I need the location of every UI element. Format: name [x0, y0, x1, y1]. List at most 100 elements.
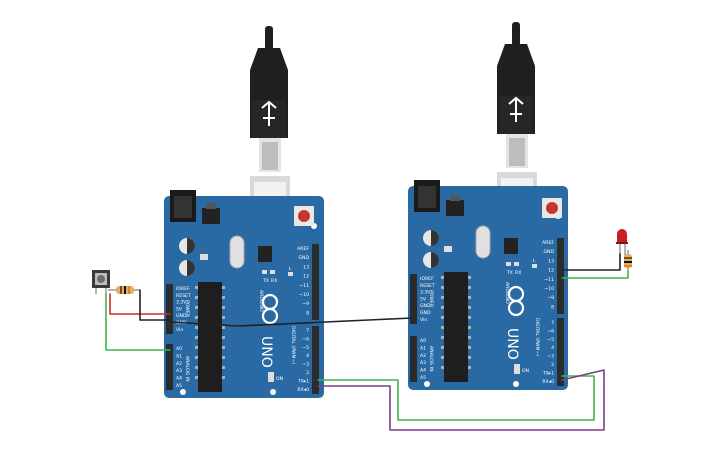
usb-cable-right[interactable]: [497, 22, 537, 212]
analog-pin-label: A3: [176, 368, 182, 374]
on-label: ON: [522, 368, 529, 374]
digital-header-top[interactable]: [312, 244, 319, 320]
resistor-left[interactable]: [108, 286, 140, 294]
l-label: L: [289, 266, 292, 272]
power-pin-label: RESET: [176, 293, 191, 299]
digital-pin-label: AREF: [542, 240, 554, 246]
analog-pin-label: A1: [420, 345, 426, 351]
analog-pin-label: A5: [176, 383, 182, 389]
power-title: POWER: [184, 300, 190, 318]
resistor-right[interactable]: [624, 250, 632, 272]
microcontroller-chip: [444, 272, 468, 382]
wire-black-led[interactable]: [561, 253, 621, 271]
power-header[interactable]: [410, 274, 417, 324]
arduino-logo: ARDUINO: [504, 282, 525, 317]
power-pin-label: 3.3V: [176, 300, 187, 306]
arduino-logo: ARDUINO: [258, 290, 279, 325]
pushbutton[interactable]: [92, 270, 110, 294]
digital-pin-label: 8: [306, 310, 309, 316]
digital-pin-label: 4: [551, 345, 554, 351]
digital-pin-label: 4: [306, 353, 309, 359]
digital-pin-label: ~10: [544, 286, 554, 292]
digital-pin-label: 12: [548, 268, 554, 274]
power-pin-label: 3.3V: [420, 290, 431, 296]
arduino-uno-left[interactable]: TX RX L ARDUINO UNO ON IOREFRESET3.3V5VG…: [164, 190, 324, 398]
power-pin-label: GND: [420, 303, 431, 309]
digital-pin-label: TX▸1: [542, 370, 554, 376]
usb-cable-left[interactable]: [250, 26, 290, 216]
analog-pin-label: A4: [176, 376, 182, 382]
digital-header-bottom[interactable]: [557, 318, 564, 386]
digital-pin-label: AREF: [297, 246, 309, 252]
brand-name: UNO: [258, 336, 274, 368]
wire-red[interactable]: [109, 293, 171, 315]
power-pin-label: Vin: [176, 327, 183, 333]
analog-pin-label: A5: [420, 375, 426, 381]
digital-pin-label: ~5: [547, 337, 554, 343]
digital-pin-label: 7: [306, 328, 309, 334]
power-pin-label: IOREF: [176, 286, 190, 292]
wire-green-tx[interactable]: [317, 375, 595, 421]
analog-pin-label: A3: [420, 360, 426, 366]
rx-label: RX: [271, 278, 277, 284]
power-header[interactable]: [166, 284, 173, 334]
analog-pin-label: A2: [176, 361, 182, 367]
digital-pin-label: ~9: [302, 301, 309, 307]
digital-pin-label: ~6: [547, 328, 554, 334]
analog-pin-label: A2: [420, 353, 426, 359]
power-pin-label: IOREF: [420, 276, 434, 282]
digital-pin-label: GND: [543, 249, 554, 255]
wire-green-led[interactable]: [561, 271, 629, 279]
logo-text: ARDUINO: [504, 282, 510, 304]
arduino-uno-right[interactable]: TX RX L ARDUINO UNO ON IOREFRESET3.3V5VG…: [408, 180, 568, 390]
digital-pin-label: ~3: [547, 354, 554, 360]
digital-pin-label: GND: [298, 255, 309, 261]
tx-label: TX: [506, 270, 513, 276]
digital-label: DIGITAL (PWM~): [290, 326, 296, 364]
digital-pin-label: 2: [551, 362, 554, 368]
digital-pin-label: ~5: [302, 345, 309, 351]
digital-pin-label: 12: [303, 274, 309, 280]
rx-label: RX: [515, 270, 521, 276]
power-pin-label: Vin: [420, 317, 427, 323]
analog-pin-label: A1: [176, 353, 182, 359]
analog-pin-label: A4: [420, 368, 426, 374]
digital-pin-label: RX◂0: [297, 387, 309, 393]
on-label: ON: [276, 376, 283, 382]
wire-black-gnd[interactable]: [139, 289, 171, 321]
power-title: POWER: [428, 290, 434, 308]
wire-black-gnd-link[interactable]: [169, 317, 413, 327]
analog-title: ANALOG IN: [184, 356, 190, 382]
power-pin-label: 5V: [420, 296, 427, 302]
digital-pin-label: 7: [551, 320, 554, 326]
analog-header[interactable]: [410, 336, 417, 382]
digital-pin-label: 8: [551, 304, 554, 310]
power-pin-label: GND: [420, 310, 431, 316]
brand-name: UNO: [504, 328, 520, 360]
digital-pin-label: ~6: [302, 336, 309, 342]
digital-pin-label: TX▸1: [297, 378, 309, 384]
power-pin-label: GND: [176, 313, 187, 319]
digital-pin-label: ~10: [299, 292, 309, 298]
analog-pin-label: A0: [420, 338, 426, 344]
analog-pin-label: A0: [176, 346, 182, 352]
analog-title: ANALOG IN: [428, 346, 434, 372]
l-label: L: [533, 258, 536, 264]
microcontroller-chip: [198, 282, 222, 392]
digital-label: DIGITAL (PWM~): [534, 318, 540, 356]
digital-pin-label: ~3: [302, 362, 309, 368]
digital-pin-label: 2: [306, 370, 309, 376]
logo-text: ARDUINO: [258, 290, 264, 312]
digital-pin-label: 13: [303, 264, 309, 270]
tx-label: TX: [262, 278, 269, 284]
digital-header-top[interactable]: [557, 238, 564, 314]
digital-pin-label: ~9: [547, 295, 554, 301]
digital-pin-label: 13: [548, 258, 554, 264]
digital-header-bottom[interactable]: [312, 326, 319, 394]
wire-purple-rx[interactable]: [317, 369, 605, 431]
digital-pin-label: ~11: [544, 277, 554, 283]
analog-header[interactable]: [166, 344, 173, 390]
power-pin-label: 5V: [176, 306, 183, 312]
wire-green-a0[interactable]: [105, 293, 171, 351]
